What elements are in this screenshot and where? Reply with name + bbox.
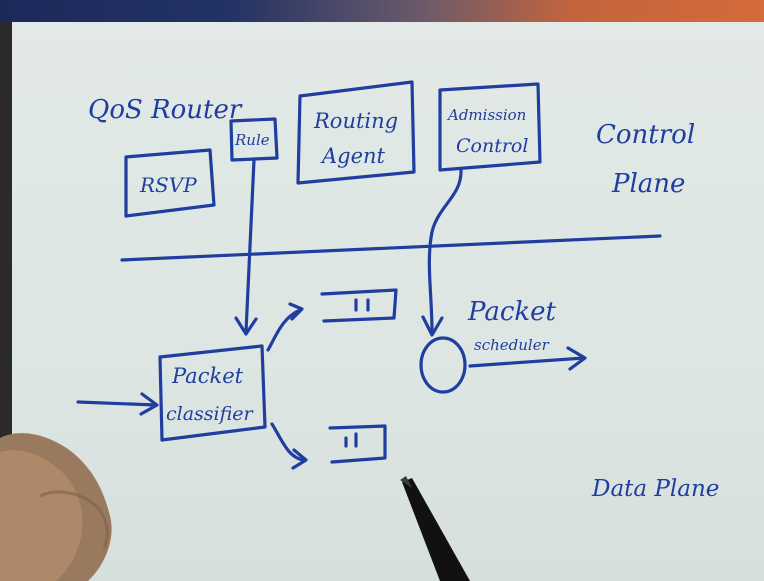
packet-classifier-label-line1: Packet — [171, 364, 244, 388]
packet-scheduler-subtitle: scheduler — [474, 336, 550, 354]
packet-classifier-label-line2: classifier — [166, 403, 255, 425]
routing-agent-label-line1: Routing — [313, 109, 398, 133]
packet-classifier-box: Packet classifier — [160, 346, 265, 440]
upper-queue — [322, 290, 396, 321]
routing-agent-box: Routing Agent — [298, 82, 414, 183]
routing-agent-label-line2: Agent — [320, 144, 386, 168]
rule-arrow-line — [246, 160, 254, 332]
input-arrow-line — [78, 402, 156, 405]
packet-scheduler-circle — [421, 338, 465, 392]
control-plane-label-line2: Plane — [611, 169, 685, 199]
admission-control-label-line1: Admission — [446, 106, 526, 124]
data-plane-label: Data Plane — [591, 476, 719, 502]
output-arrow-line — [470, 358, 584, 366]
control-plane-label-line1: Control — [596, 120, 695, 150]
admission-control-box: Admission Control — [440, 84, 540, 170]
pen — [400, 476, 470, 581]
packet-scheduler-title: Packet — [467, 297, 557, 327]
lower-queue — [330, 426, 385, 462]
rule-label: Rule — [234, 131, 270, 149]
rule-box: Rule — [231, 119, 277, 160]
admission-control-label-line2: Control — [456, 135, 528, 157]
diagram-title: QoS Router — [88, 95, 243, 125]
rsvp-box: RSVP — [126, 150, 214, 216]
presenter-hand — [0, 433, 112, 581]
plane-separator-line — [122, 236, 660, 260]
rsvp-label: RSVP — [139, 173, 197, 197]
admission-arrow-line — [429, 170, 461, 332]
